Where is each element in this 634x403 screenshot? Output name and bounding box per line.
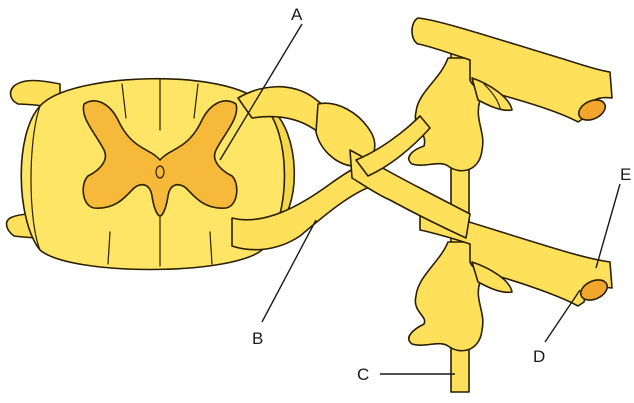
label-e: E [620,165,631,184]
label-d-group: D [533,290,580,366]
label-e-group: E [596,165,631,268]
label-c: C [357,365,369,384]
label-c-group: C [357,365,455,384]
label-b: B [252,329,263,348]
label-d: D [533,347,545,366]
label-a: A [291,5,303,24]
